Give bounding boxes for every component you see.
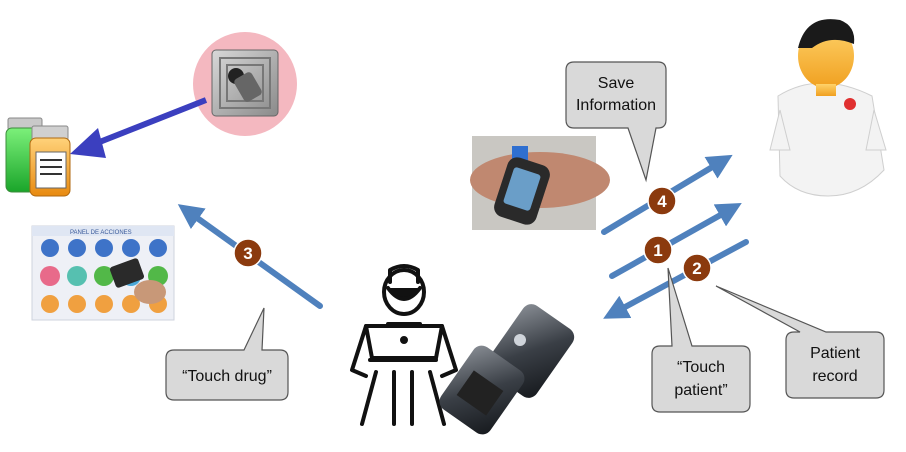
- svg-text:3: 3: [243, 244, 252, 263]
- medicine-bottles-icon: [5, 117, 71, 197]
- step-badge-3: 3: [233, 238, 263, 268]
- svg-text:1: 1: [653, 241, 662, 260]
- callout-touch-drug: “Touch drug”: [165, 307, 289, 401]
- step-badge-1: 1: [643, 235, 673, 265]
- flip-phone-icon: [439, 304, 575, 435]
- arrow-touch-patient: [609, 203, 742, 279]
- callout-patient-record: Patient record: [715, 285, 885, 399]
- drug-tag-arrow: [70, 97, 208, 158]
- svg-text:patient”: patient”: [674, 382, 727, 399]
- patient-figure-icon: [769, 19, 887, 197]
- svg-text:Patient: Patient: [810, 345, 860, 362]
- svg-text:Information: Information: [576, 97, 656, 114]
- svg-text:“Touch drug”: “Touch drug”: [182, 368, 272, 385]
- svg-text:2: 2: [692, 259, 701, 278]
- rfid-tag-icon: [193, 32, 297, 136]
- nfc-wristband-photo: [470, 136, 610, 230]
- arrow-patient-record: [603, 239, 749, 319]
- callout-touch-patient: “Touch patient”: [651, 267, 751, 413]
- svg-text:“Touch: “Touch: [677, 359, 725, 376]
- step-badge-2: 2: [682, 253, 712, 283]
- svg-text:record: record: [812, 368, 857, 385]
- svg-text:Save: Save: [598, 75, 635, 92]
- callout-save-information: Save Information: [565, 61, 667, 183]
- svg-text:PANEL DE ACCIONES: PANEL DE ACCIONES: [70, 230, 132, 236]
- svg-text:4: 4: [657, 192, 667, 211]
- step-badge-4: 4: [647, 186, 677, 216]
- action-panel-photo: PANEL DE ACCIONES: [31, 225, 175, 321]
- nurse-figure-icon: [350, 264, 458, 426]
